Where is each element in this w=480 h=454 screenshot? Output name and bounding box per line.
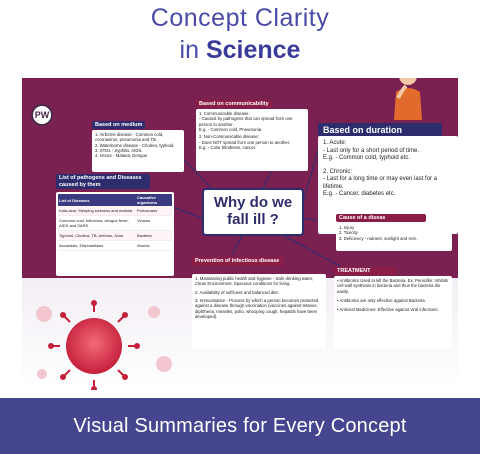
thinking-person-illustration: ? <box>394 78 422 120</box>
small-virus-icon <box>36 306 172 379</box>
communicability-item: E.g. - Color blindness, cancer. <box>199 145 257 151</box>
table-cell: Ascariasis, Elephantiasis <box>58 240 136 251</box>
treatment-card: • Antibiotics Used to kill the Bacteria.… <box>334 276 452 348</box>
duration-item: 1. Acute: <box>323 140 347 146</box>
treatment-item: • Antibiotics are only effective against… <box>337 298 426 304</box>
prevention-item: 1. Maintaining public health and hygiene… <box>195 276 314 287</box>
cause-title: Cause of a diseas <box>336 214 426 222</box>
medium-item: 4. Vector - Malaria, Dengue <box>95 153 148 159</box>
medium-item: 3. STDs - Syphilis, AIDS. <box>95 148 143 154</box>
cause-item: 1. Injury <box>339 225 355 230</box>
prevention-card: 1. Maintaining public health and hygiene… <box>192 274 326 348</box>
table-header: Causative organisms <box>135 194 172 206</box>
table-cell: Kala-azar, Sleeping sickness and malaria <box>58 206 136 216</box>
table-row: Ascariasis, Elephantiasis Worms <box>58 240 172 251</box>
medium-item: 1. Airborne disease - Common cold, coron… <box>95 132 164 143</box>
cause-card: 1. Injury 2. Toxicity 3. Deficiency - nu… <box>336 223 452 251</box>
medium-item: 2. Waterborne disease - Cholera, typhoid… <box>95 142 175 148</box>
prevention-title: Prevention of infectious disease <box>192 257 284 266</box>
pathogens-table-card: List of Diseases Causative organisms Kal… <box>56 192 174 276</box>
treatment-item: • Antiviral Medicines: Effective against… <box>337 307 439 313</box>
table-row: Kala-azar, Sleeping sickness and malaria… <box>58 206 172 216</box>
treatment-item: • Antibiotics Used to kill the Bacteria.… <box>337 278 449 294</box>
table-cell: Protozoans <box>135 206 172 216</box>
communicability-item: - Caused by pathogens that can spread fr… <box>199 116 293 127</box>
footer-banner: Visual Summaries for Every Concept <box>0 398 480 454</box>
mind-map-poster: PW Based on medium 1. Airborne disease -… <box>22 78 458 390</box>
header-line-2-prefix: in <box>179 36 206 64</box>
treatment-title: TREATMENT <box>334 267 396 275</box>
communicability-item: - Does NOT spread from one person to ano… <box>199 139 291 145</box>
cause-item: 2. Toxicity <box>339 230 358 236</box>
pathogens-table: List of Diseases Causative organisms Kal… <box>58 194 172 251</box>
duration-item: E.g. - Common cold, typhoid etc. <box>323 155 411 161</box>
table-cell: Common cold, Influenza, dengue fever, AI… <box>58 215 136 231</box>
duration-item: E.g. - Cancer, diabetes etc. <box>323 191 396 197</box>
medium-card: 1. Airborne disease - Common cold, coron… <box>92 130 184 172</box>
communicability-item: E.g. - Common cold, Pneumonia <box>199 127 262 133</box>
table-cell: Worms <box>135 240 172 251</box>
table-header: List of Diseases <box>58 194 136 206</box>
table-cell: Typhoid, Cholera, TB, Anthrax, Acne <box>58 230 136 241</box>
duration-item: - Last for a long time or may even last … <box>323 176 438 190</box>
duration-item: - Last only for a short period of time. <box>323 147 420 154</box>
table-row: Typhoid, Cholera, TB, Anthrax, Acne Bact… <box>58 230 172 241</box>
table-cell: Bacteria <box>135 230 172 241</box>
header-line-1: Concept Clarity <box>150 4 330 32</box>
large-virus-icon <box>48 300 140 390</box>
prevention-item: 3. Immunisation - Process by which a per… <box>195 298 319 320</box>
communicability-title: Based on communicability <box>196 100 272 108</box>
header-line-2: in Science <box>0 36 480 65</box>
communicability-card: 1. Communicable disease: - Caused by pat… <box>196 109 308 171</box>
prevention-item: 2. Availability of sufficient and balanc… <box>195 289 279 295</box>
pathogens-title: List of pathogens and Diseases caused by… <box>56 174 150 190</box>
header-subject: Science <box>205 36 301 64</box>
pw-logo: PW <box>31 104 53 126</box>
communicability-item: 2. Non-Communicable disease: <box>199 134 259 140</box>
communicability-item: 1. Communicable disease: <box>199 111 250 116</box>
table-header-row: List of Diseases Causative organisms <box>58 194 172 206</box>
table-cell: Viruses <box>135 215 172 231</box>
cause-item: 3. Deficiency - nutrient, sunlight and r… <box>339 235 417 241</box>
table-row: Common cold, Influenza, dengue fever, AI… <box>58 215 172 231</box>
center-title: Why do we fall ill ? <box>202 188 304 236</box>
duration-title: Based on duration <box>318 123 442 137</box>
virus-illustration <box>36 300 172 390</box>
medium-title: Based on medium <box>92 121 146 129</box>
duration-item: 2. Chronic: <box>323 168 353 175</box>
